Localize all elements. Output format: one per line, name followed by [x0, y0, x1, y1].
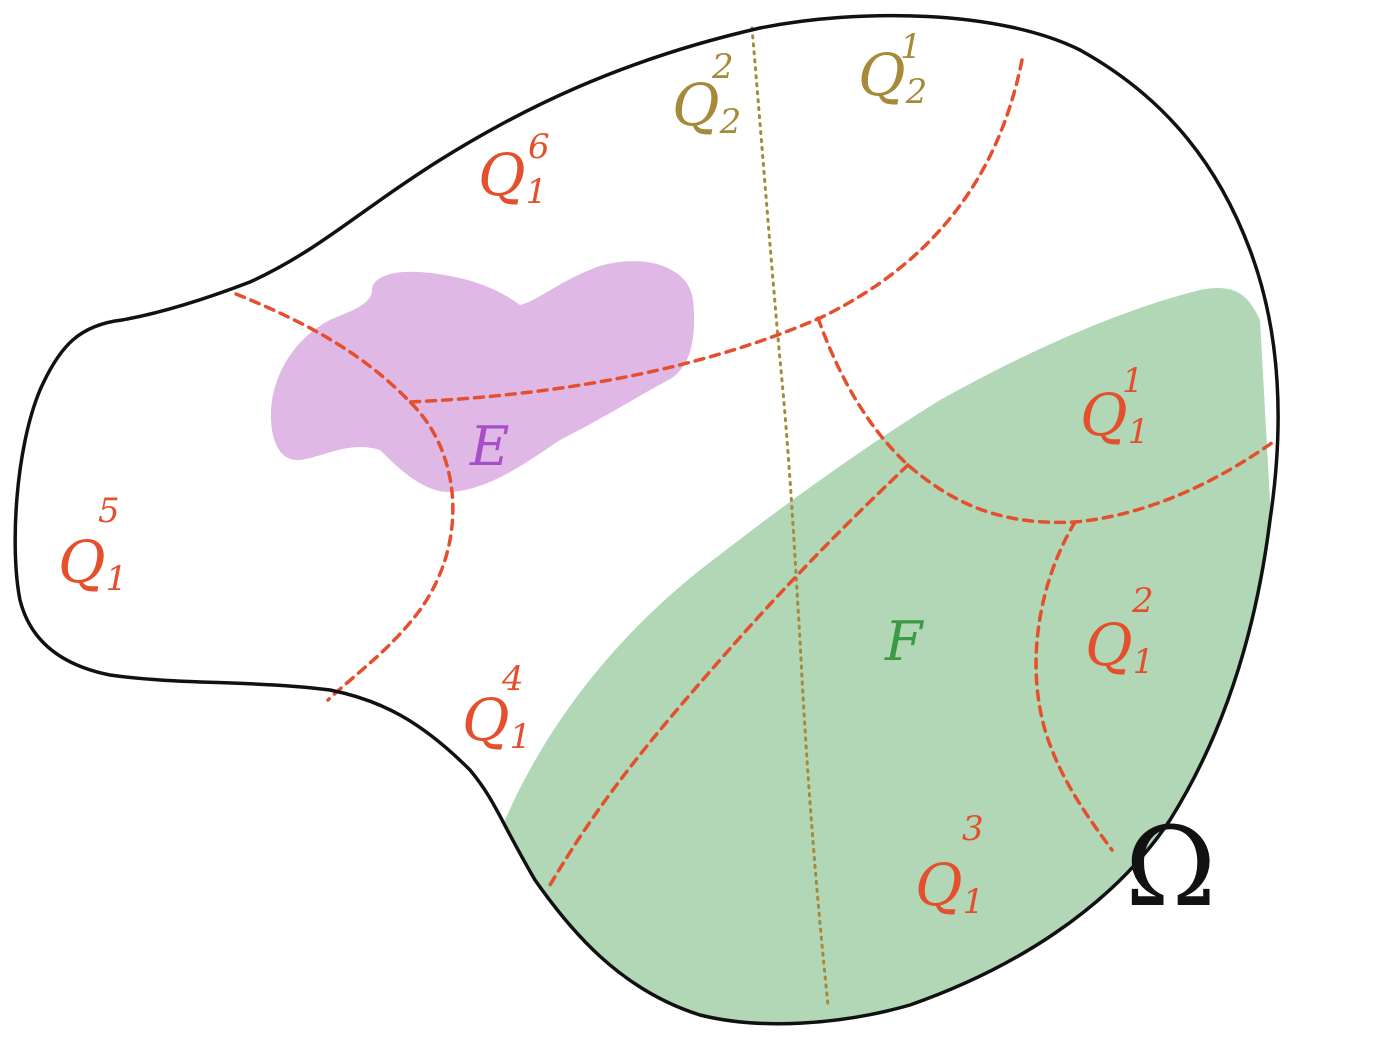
region-q2-2: Q2 2: [672, 47, 741, 142]
svg-text:Q1: Q1: [915, 851, 984, 922]
set-e-region: [270, 261, 695, 493]
svg-text:Q1: Q1: [1080, 381, 1149, 452]
level2-boundary: [750, 26, 830, 1007]
svg-text:3: 3: [962, 809, 984, 849]
level1-boundary-b: [234, 292, 455, 702]
set-f-label: F: [884, 610, 925, 673]
region-q1-3: Q1 3: [915, 809, 984, 922]
region-q1-2: Q1 2: [1085, 581, 1154, 682]
svg-text:6: 6: [528, 127, 550, 167]
level1-boundary-d: [548, 463, 910, 887]
svg-text:1: 1: [1122, 361, 1144, 401]
svg-text:Q1: Q1: [1085, 611, 1154, 682]
level1-boundary-e: [1034, 520, 1114, 852]
svg-text:1: 1: [900, 27, 922, 67]
region-q2-1: Q2 1: [858, 27, 927, 112]
level1-boundary-c: [816, 316, 1278, 525]
set-f-region: [480, 288, 1279, 1024]
svg-text:Q1: Q1: [462, 686, 531, 757]
svg-text:Q2: Q2: [672, 71, 741, 142]
svg-text:5: 5: [98, 491, 120, 531]
domain-label: Ω: [1125, 803, 1216, 931]
region-q1-1: Q1 1: [1080, 361, 1149, 452]
svg-text:2: 2: [711, 47, 734, 87]
region-q1-6: Q1 6: [478, 127, 550, 212]
region-q1-5: Q1 5: [58, 491, 127, 599]
svg-text:2: 2: [1131, 581, 1154, 621]
svg-text:4: 4: [501, 659, 524, 699]
svg-text:Q1: Q1: [478, 141, 547, 212]
svg-text:Q1: Q1: [58, 528, 127, 599]
svg-text:Q2: Q2: [858, 41, 927, 112]
region-q1-4: Q1 4: [462, 659, 531, 757]
domain-outline: [13, 13, 1280, 1026]
set-e-label: E: [469, 415, 509, 478]
